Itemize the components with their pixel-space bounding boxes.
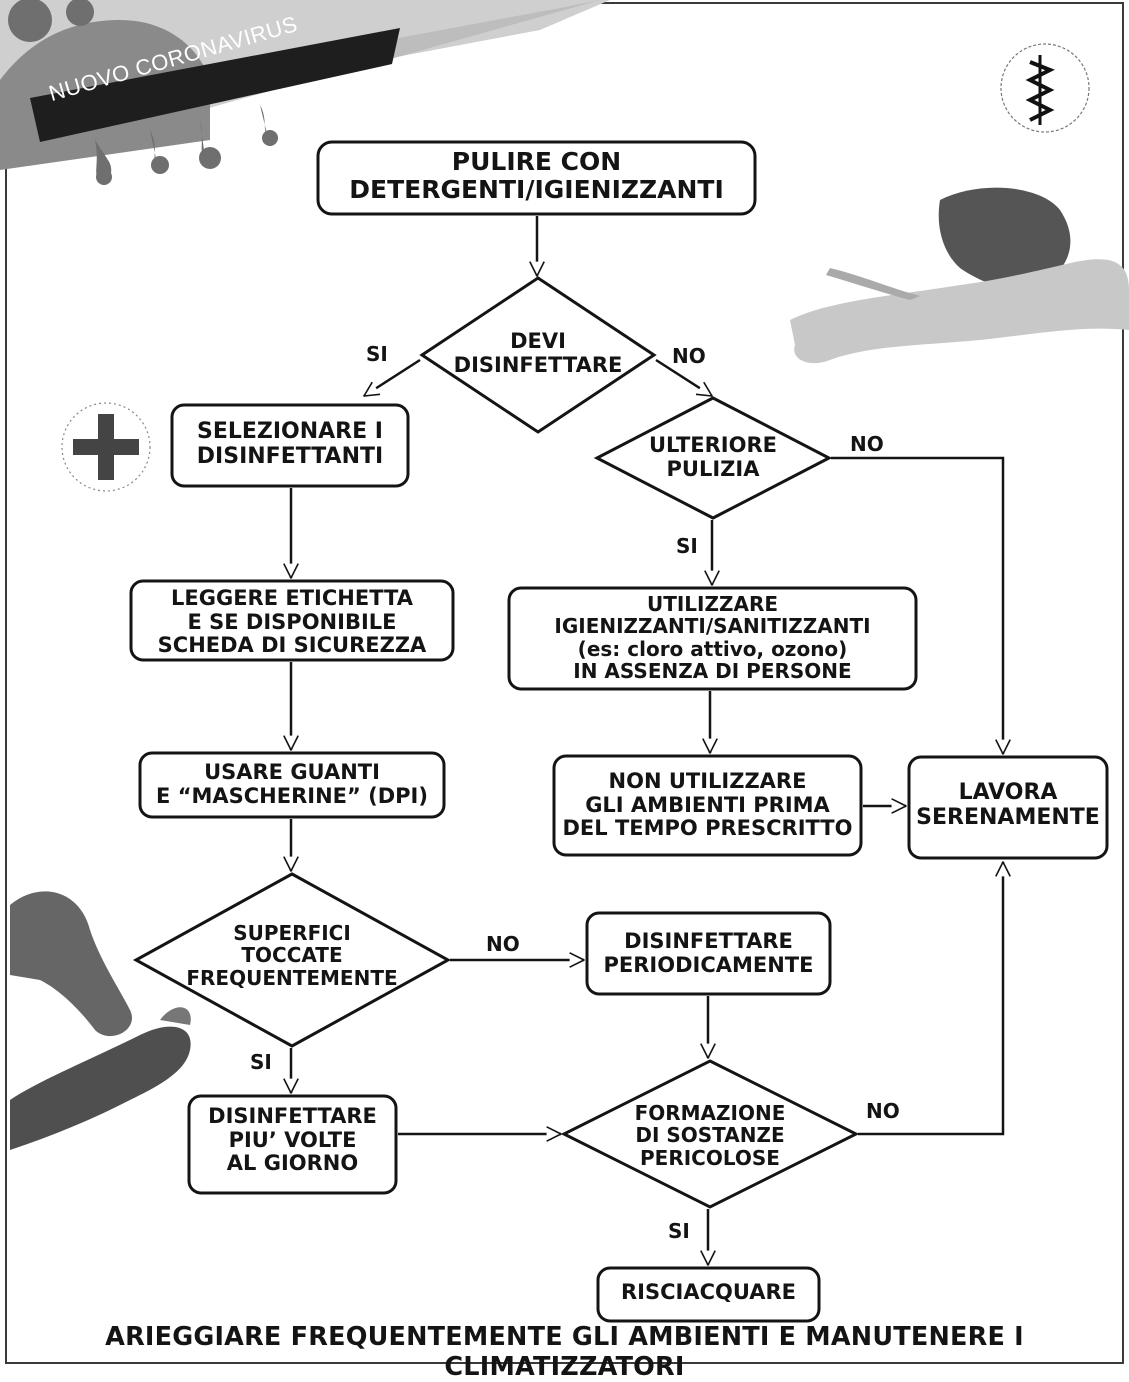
- edge-formazione-no: [858, 861, 1011, 1136]
- label-disinfettare-periodicamente: DISINFETTARE PERIODICAMENTE: [603, 929, 814, 977]
- label-usare-guanti: USARE GUANTI E “MASCHERINE” (DPI): [156, 760, 428, 808]
- label-superfici-toccate: SUPERFICI TOCCATE FREQUENTEMENTE: [186, 921, 398, 990]
- edge-label-no: NO: [672, 344, 706, 368]
- virus-spikes-icon: [8, 0, 278, 185]
- footer-instruction: ARIEGGIARE FREQUENTEMENTE GLI AMBIENTI E…: [105, 1322, 1024, 1382]
- node-utilizzare-box: [507, 586, 918, 691]
- label-risciacquare: RISCIACQUARE: [620, 1280, 797, 1304]
- node-superfici-diamond: [132, 872, 452, 1048]
- node-leggere-box: [129, 579, 455, 662]
- edge-label-si: SI: [668, 1219, 690, 1243]
- label-utilizzare-igienizzanti: UTILIZZARE IGIENIZZANTI/SANITIZZANTI (es…: [554, 592, 871, 684]
- label-devi-disinfettare: DEVI DISINFETTARE: [453, 329, 623, 377]
- node-lavora-box: [907, 755, 1109, 860]
- edge-devi-no: [655, 358, 713, 398]
- edge-label-si: SI: [366, 342, 388, 366]
- gloved-hand-image-icon: [790, 187, 1129, 364]
- label-formazione-sostanze: FORMAZIONE DI SOSTANZE PERICOLOSE: [634, 1101, 786, 1170]
- label-non-utilizzare: NON UTILIZZARE GLI AMBIENTI PRIMA DEL TE…: [562, 769, 853, 841]
- edge-label-si: SI: [250, 1050, 272, 1074]
- node-pulire-box: [316, 140, 757, 216]
- label-selezionare: SELEZIONARE I DISINFETTANTI: [196, 419, 384, 469]
- node-non-utilizzare-box: [552, 754, 863, 857]
- edge-label-no: NO: [486, 932, 520, 956]
- node-disinfettare-periodicamente-box: [585, 911, 832, 996]
- edge-label-no: NO: [850, 432, 884, 456]
- label-lavora-serenamente: LAVORA SERENAMENTE: [916, 780, 1100, 830]
- edge-ulteriore-no: [831, 456, 1011, 755]
- edge-label-si: SI: [676, 534, 698, 558]
- coronavirus-banner: [0, 0, 610, 185]
- node-devi-disinfettare-diamond: [419, 276, 657, 434]
- node-ulteriore-pulizia-diamond: [593, 396, 833, 520]
- iss-seal-icon: [1000, 43, 1090, 133]
- edge-label-no: NO: [866, 1099, 900, 1123]
- node-disinfettare-piu-volte-box: [187, 1094, 398, 1195]
- node-risciacquare-box: [596, 1266, 821, 1323]
- node-selezionare-box: [170, 403, 410, 488]
- node-formazione-diamond: [560, 1059, 860, 1209]
- label-pulire: PULIRE CON DETERGENTI/IGIENIZZANTI: [349, 147, 724, 204]
- edge-devi-si: [363, 358, 421, 398]
- label-ulteriore-pulizia: ULTERIORE PULIZIA: [649, 433, 777, 481]
- node-usare-guanti-box: [138, 751, 446, 819]
- cross-emblem-icon: [61, 402, 151, 492]
- gloved-hands-image-icon: [10, 891, 191, 1150]
- label-disinfettare-piu-volte: DISINFETTARE PIU’ VOLTE AL GIORNO: [208, 1104, 377, 1176]
- label-leggere-etichetta: LEGGERE ETICHETTA E SE DISPONIBILE SCHED…: [157, 586, 427, 658]
